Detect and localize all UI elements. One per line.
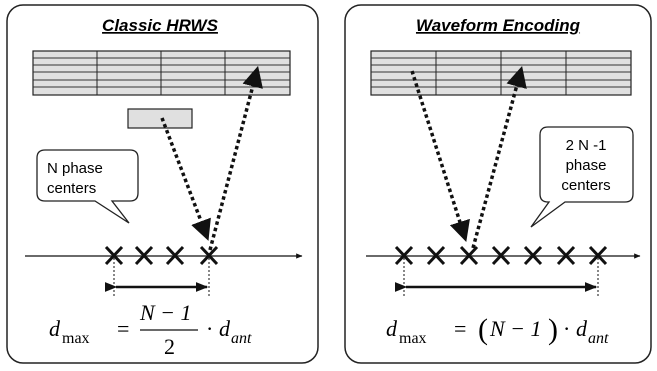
callout-line-2: phase bbox=[566, 157, 607, 174]
phase-center-marker bbox=[588, 245, 608, 266]
panel-title: Classic HRWS bbox=[102, 16, 219, 35]
phase-center-marker bbox=[459, 245, 479, 266]
receive-path bbox=[471, 65, 527, 249]
formula-expression: N − 1 bbox=[489, 316, 542, 341]
formula-denominator: 2 bbox=[164, 334, 175, 359]
formula-numerator: N − 1 bbox=[139, 300, 192, 325]
phase-center-marker bbox=[165, 245, 185, 266]
phase-center-marker bbox=[134, 245, 154, 266]
panel-waveform-encoding: Waveform Encoding 2 N -1 phase centers bbox=[344, 4, 652, 364]
callout-line-2: centers bbox=[47, 180, 96, 197]
panel-classic-hrws: Classic HRWS N phase centers bbox=[6, 4, 319, 364]
phase-centers bbox=[104, 245, 219, 266]
dmax-span bbox=[394, 258, 599, 297]
phase-center-marker bbox=[556, 245, 576, 266]
formula-lhs-sub: max bbox=[62, 330, 90, 347]
formula-dot: · bbox=[206, 316, 213, 341]
transmit-path bbox=[410, 70, 470, 243]
formula-lhs-sub: max bbox=[399, 330, 427, 347]
phase-center-marker bbox=[104, 245, 124, 266]
formula-rhs-sub: ant bbox=[231, 330, 252, 347]
formula-lhs-var: d bbox=[386, 316, 398, 341]
transmit-path bbox=[160, 117, 211, 241]
formula-dmax-waveform: d max = ( N − 1 ) · d ant bbox=[386, 313, 609, 347]
formula-rhs-var: d bbox=[219, 316, 231, 341]
callout-bubble: 2 N -1 phase centers bbox=[530, 126, 634, 228]
phase-centers bbox=[394, 245, 608, 266]
swath-grid bbox=[370, 50, 632, 96]
callout-bubble: N phase centers bbox=[36, 149, 139, 224]
phase-center-marker bbox=[491, 245, 511, 266]
callout-line-1: N phase bbox=[47, 160, 103, 177]
formula-rhs-var: d bbox=[576, 316, 588, 341]
panel-title: Waveform Encoding bbox=[416, 16, 581, 35]
phase-center-marker bbox=[426, 245, 446, 266]
formula-open-paren: ( bbox=[478, 313, 488, 346]
phase-center-marker bbox=[394, 245, 414, 266]
formula-close-paren: ) bbox=[548, 313, 558, 346]
formula-equals: = bbox=[117, 316, 129, 341]
phase-center-marker bbox=[523, 245, 543, 266]
callout-line-1: 2 N -1 bbox=[566, 137, 607, 154]
receive-path bbox=[208, 65, 263, 251]
formula-dmax-classic: d max = N − 1 2 · d ant bbox=[49, 300, 252, 359]
illuminated-patch bbox=[127, 108, 193, 129]
formula-lhs-var: d bbox=[49, 316, 61, 341]
formula-dot: · bbox=[563, 316, 570, 341]
phase-center-marker bbox=[199, 245, 219, 266]
formula-rhs-sub: ant bbox=[588, 330, 609, 347]
dmax-span bbox=[104, 258, 210, 297]
callout-line-3: centers bbox=[561, 177, 610, 194]
swath-grid bbox=[32, 50, 291, 96]
formula-equals: = bbox=[454, 316, 466, 341]
